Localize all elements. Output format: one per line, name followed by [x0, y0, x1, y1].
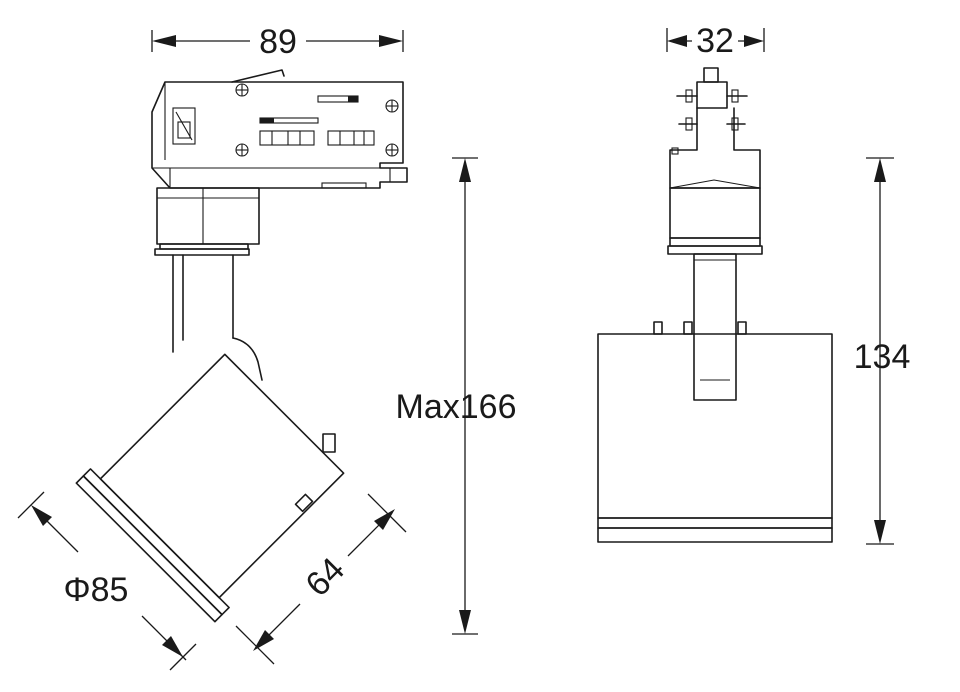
dimension-head-diameter: Φ85 — [17, 491, 197, 671]
dimension-front-width: 89 — [151, 23, 404, 61]
side-adapter — [667, 67, 763, 255]
dimension-max-height: Max166 — [396, 157, 517, 635]
side-view — [597, 67, 833, 543]
dimension-label: 134 — [854, 338, 911, 376]
front-view — [75, 69, 408, 623]
screw-icon — [385, 143, 399, 157]
dimension-head-length: 64 — [235, 493, 407, 665]
dimension-label: 89 — [259, 23, 297, 61]
dimension-label: 64 — [298, 550, 352, 604]
screw-icon — [235, 143, 249, 157]
dimension-side-height: 134 — [854, 157, 911, 545]
dimension-label: Φ85 — [64, 571, 129, 609]
dimension-label: 32 — [696, 22, 734, 60]
swivel-body — [154, 187, 260, 256]
dimension-side-width: 32 — [666, 22, 765, 60]
screw-icon — [385, 99, 399, 113]
track-adapter — [151, 69, 408, 189]
screw-icon — [235, 83, 249, 97]
dimension-label: Max166 — [396, 388, 517, 426]
side-arm — [693, 253, 737, 401]
lamp-head — [75, 353, 345, 623]
arm — [172, 254, 263, 381]
lamp-head-button — [322, 433, 336, 453]
side-head — [597, 321, 833, 543]
